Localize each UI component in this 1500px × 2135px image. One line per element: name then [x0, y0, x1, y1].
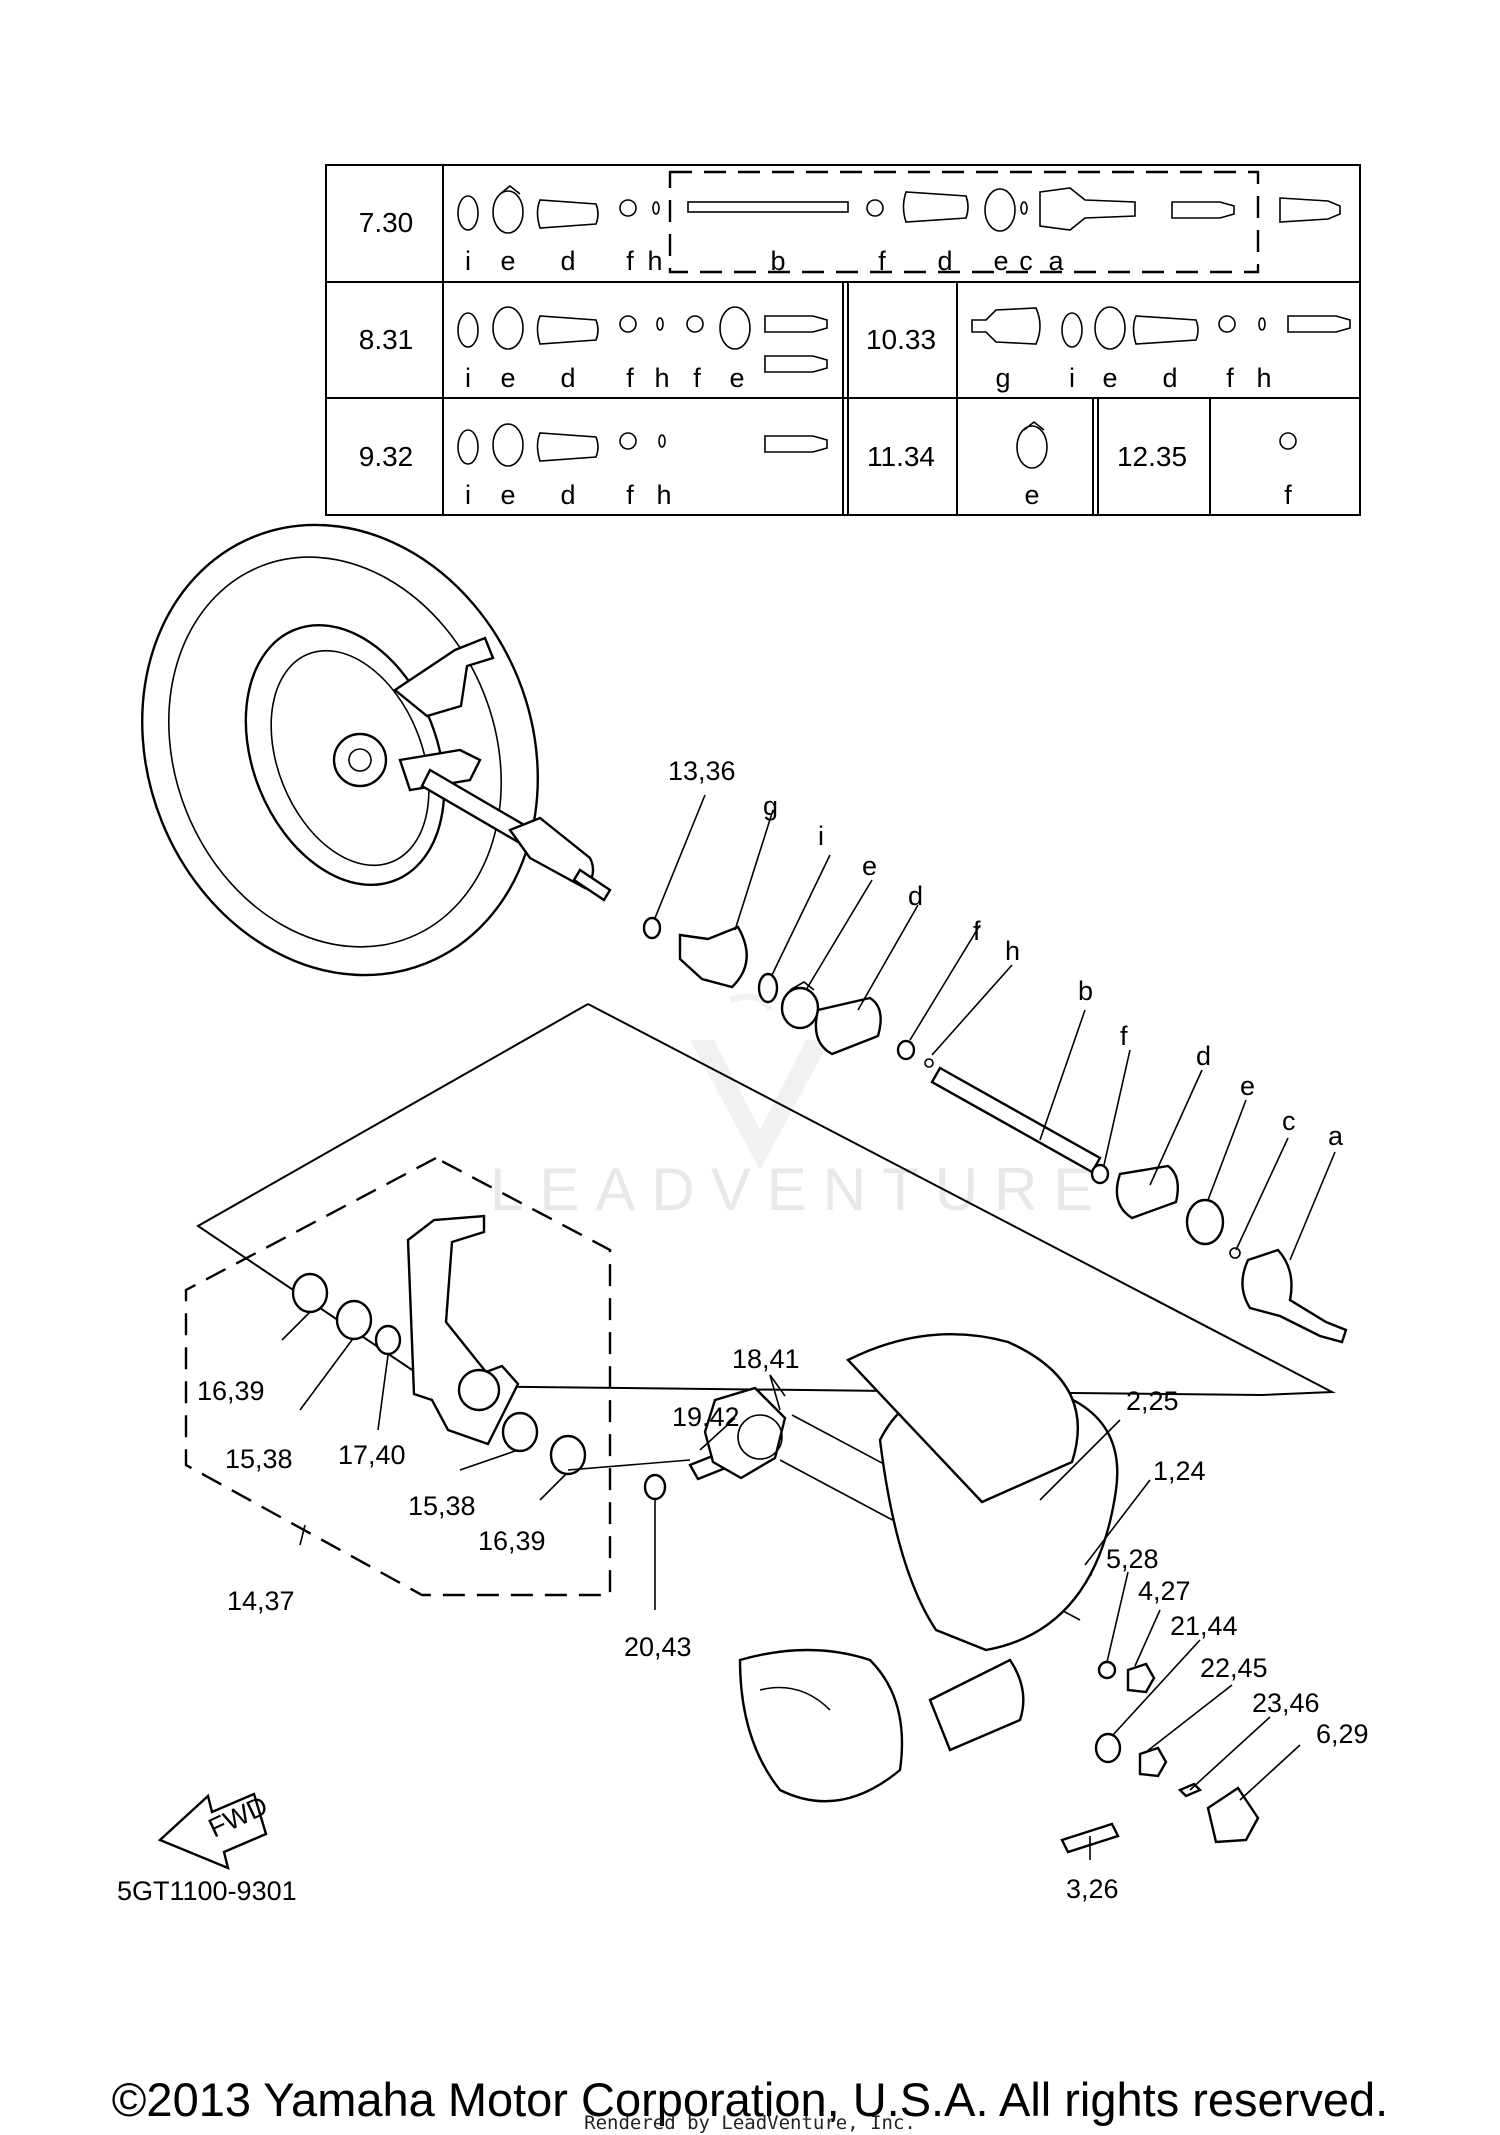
kit-letter: e: [500, 363, 515, 393]
callout: e: [1240, 1071, 1255, 1101]
kit-letter: e: [993, 246, 1008, 276]
kit-letter: d: [1162, 363, 1177, 393]
kit-letter: f: [626, 246, 634, 276]
kit-row-11-34-parts: [1016, 420, 1048, 469]
callout: 3,26: [1066, 1874, 1119, 1904]
callout: 15,38: [408, 1491, 476, 1521]
kit-letter: d: [560, 246, 575, 276]
kit-letter: i: [465, 246, 471, 276]
kit-code-7-30: 7.30: [359, 207, 414, 238]
kit-letter: b: [770, 246, 785, 276]
kit-code-8-31: 8.31: [359, 324, 414, 355]
callout: 15,38: [225, 1444, 293, 1474]
callout: 5,28: [1106, 1544, 1159, 1574]
callout: h: [1005, 936, 1020, 966]
callout: e: [862, 851, 877, 881]
callout: c: [1282, 1106, 1296, 1136]
kit-letter: h: [647, 246, 662, 276]
kit-letter: f: [626, 363, 634, 393]
watermark-logo: [690, 993, 830, 1170]
exploded-drive-shaft: [642, 916, 1348, 1344]
watermark-text: LEADVENTURE: [490, 1156, 1109, 1223]
kit-letter: h: [1256, 363, 1271, 393]
callout: f: [973, 916, 981, 946]
kit-letter: e: [500, 480, 515, 510]
kit-letter: c: [1019, 246, 1033, 276]
assembled-wheel-axle: [141, 523, 612, 977]
kit-code-10-33: 10.33: [866, 324, 936, 355]
kit-letter: f: [626, 480, 634, 510]
kit-letter: f: [693, 363, 701, 393]
callout: 23,46: [1252, 1688, 1320, 1718]
callout: 1,24: [1153, 1456, 1206, 1486]
kit-letter: i: [1069, 363, 1075, 393]
callout: 14,37: [227, 1586, 295, 1616]
kit-letter: d: [560, 363, 575, 393]
kit-letter: i: [465, 480, 471, 510]
kit-row-9-32-parts: [457, 423, 828, 467]
shaft-group-outline: [196, 1003, 1336, 1397]
exploded-hub-wheel: [643, 1333, 1260, 1854]
callout: g: [763, 791, 778, 821]
kit-letter: i: [465, 363, 471, 393]
kit-row-8-31-parts: [457, 306, 828, 373]
callout: 20,43: [624, 1632, 692, 1662]
callout: 16,39: [197, 1376, 265, 1406]
kit-row-10-33-parts: [971, 306, 1351, 350]
kit-letter: h: [654, 363, 669, 393]
callout: 6,29: [1316, 1719, 1369, 1749]
kit-letter: e: [1102, 363, 1117, 393]
callout: 13,36: [668, 756, 736, 786]
kit-letter: f: [878, 246, 886, 276]
diagram-code: 5GT1100-9301: [117, 1876, 297, 1906]
callout: a: [1328, 1121, 1344, 1151]
fwd-arrow-icon: [157, 1792, 268, 1871]
kit-letter: f: [1284, 480, 1292, 510]
kit-letter: h: [656, 480, 671, 510]
kit-letter: e: [729, 363, 744, 393]
callout: 17,40: [338, 1440, 406, 1470]
kit-code-12-35: 12.35: [1117, 441, 1187, 472]
kit-code-9-32: 9.32: [359, 441, 414, 472]
callout: 22,45: [1200, 1653, 1268, 1683]
kit-letter: f: [1226, 363, 1234, 393]
callout: d: [1196, 1041, 1211, 1071]
callout: 21,44: [1170, 1611, 1238, 1641]
callout: d: [908, 881, 923, 911]
kit-code-11-34: 11.34: [867, 441, 935, 472]
kit-table: 7.30 i e d f h b f d e c a 8.31: [325, 164, 1361, 516]
kit-letter: d: [560, 480, 575, 510]
kit-letter: g: [995, 363, 1010, 393]
kit-letter: e: [1024, 480, 1039, 510]
copyright-notice: ©2013 Yamaha Motor Corporation, U.S.A. A…: [111, 2073, 1389, 2126]
kit-row-12-35-parts: [1279, 432, 1297, 450]
callout: 16,39: [478, 1526, 546, 1556]
callout: 2,25: [1126, 1386, 1179, 1416]
kit-letter: a: [1048, 246, 1064, 276]
callout: b: [1078, 976, 1093, 1006]
kit-letter: e: [500, 246, 515, 276]
knuckle-group: [184, 1156, 612, 1597]
callout: f: [1120, 1021, 1128, 1051]
leader-lines: [281, 794, 1336, 1860]
kit-letter: d: [937, 246, 952, 276]
callout: i: [818, 821, 824, 851]
callout: 19,42: [672, 1402, 740, 1432]
callout: 4,27: [1138, 1576, 1191, 1606]
rendered-by-notice: Rendered by LeadVenture, Inc.: [584, 2112, 916, 2134]
callout: 18,41: [732, 1344, 800, 1374]
kit-row-7-30-parts: [457, 184, 1341, 234]
callout-labels: 13,36 g i e d f h b f d e c a 18,41 19,4…: [197, 756, 1369, 1904]
